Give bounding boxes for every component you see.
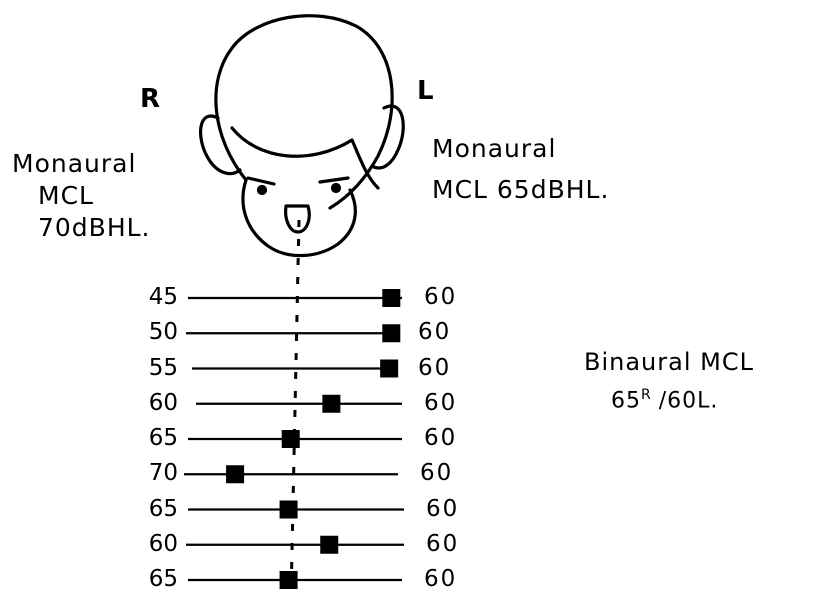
nose [286,206,310,232]
right-level-label: 50 [132,319,178,345]
head-outline [216,16,392,208]
left-level-label: 60 [418,355,451,381]
right-level-label: 65 [132,566,178,592]
right-level-label: 70 [132,460,178,486]
left-level-label: 60 [418,319,451,345]
left-level-label: 60 [424,390,457,416]
left-level-label: 60 [424,425,457,451]
binaural-right-value: 65 [611,388,641,413]
binaural-right-sup: R [641,387,651,403]
left-level-label: 60 [420,460,453,486]
head-drawing [201,16,404,256]
right-level-label: 65 [132,425,178,451]
balance-marker [320,536,338,554]
right-brow [248,178,274,184]
monaural-right-annotation: Monaural MCL 70dBHL. [12,148,151,244]
left-level-label: 60 [426,496,459,522]
left-eye [333,185,340,192]
balance-marker [382,324,400,342]
right-level-label: 65 [132,496,178,522]
right-level-label: 60 [132,390,178,416]
left-level-label: 60 [426,531,459,557]
right-level-label: 45 [132,284,178,310]
balance-rows [184,289,404,589]
monaural-left-annotation: Monaural MCL 65dBHL. [432,126,609,208]
right-ear-label: R [140,86,160,112]
monaural-right-line1: Monaural [12,148,151,180]
left-brow [320,178,348,182]
right-level-label: 55 [132,355,178,381]
left-level-label: 60 [424,566,457,592]
balance-marker [282,430,300,448]
left-ear-label: L [417,78,434,104]
binaural-left-value: /60L. [659,388,719,413]
monaural-right-line3: 70dBHL. [12,212,151,244]
binaural-mcl-title: Binaural MCL [584,350,754,374]
midline [291,220,299,598]
balance-marker [322,395,340,413]
balance-marker [382,289,400,307]
monaural-left-line2: MCL 65dBHL. [432,172,609,208]
balance-marker [280,571,298,589]
right-eye [259,187,266,194]
balance-marker [280,501,298,519]
monaural-left-line1: Monaural [432,126,609,172]
binaural-mcl-value: 65R /60L. [611,388,718,412]
left-level-label: 60 [424,284,457,310]
balance-marker [226,465,244,483]
balance-marker [380,360,398,378]
monaural-right-line2: MCL [12,180,151,212]
right-level-label: 60 [132,531,178,557]
